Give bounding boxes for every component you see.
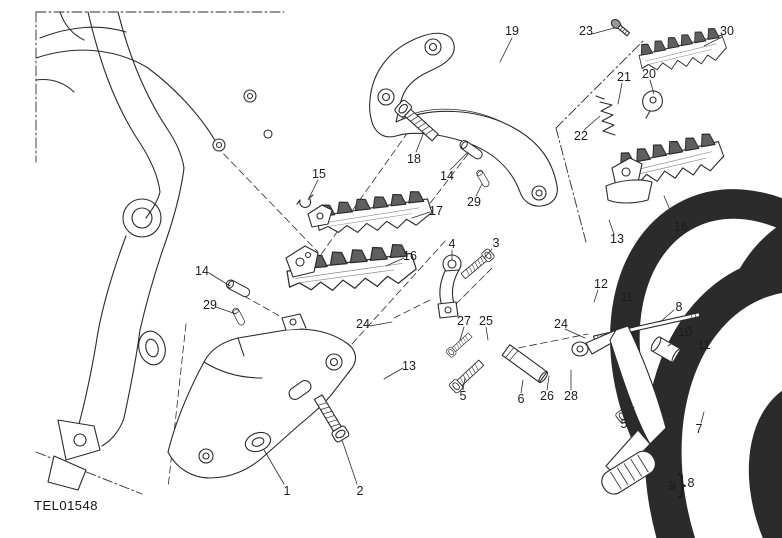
lever-pad-part9	[601, 450, 656, 495]
rod-part6	[501, 344, 549, 384]
pin-part14-left	[224, 277, 252, 299]
linkage-part4	[437, 254, 462, 319]
part-label-29-17: 29	[203, 298, 217, 312]
part-label-22-5: 22	[574, 129, 588, 143]
screw-part23	[610, 19, 631, 37]
part-label-2-35: 2	[356, 484, 364, 498]
part-label-26-30: 26	[540, 389, 554, 403]
part-label-5-28: 5	[459, 389, 467, 403]
part-label-15-9: 15	[312, 167, 326, 181]
part-label-14-16: 14	[195, 264, 209, 278]
part-label-27-24: 27	[457, 314, 471, 328]
pin-part29-top	[475, 168, 491, 189]
part-label-9-36: 9	[668, 479, 676, 493]
part-label-13-13: 13	[610, 232, 624, 246]
phantom-boundary-lines	[35, 11, 645, 495]
part-label-24-26: 24	[554, 317, 568, 331]
part-label-11-19: 11	[620, 290, 634, 304]
part-label-10-21: 10	[678, 325, 692, 339]
part-label-5-32: 5	[620, 417, 628, 431]
bolt-part2	[311, 392, 351, 444]
part-label-29-8: 29	[467, 195, 481, 209]
part-label-}-38: }	[677, 468, 687, 499]
footrest-bracket-part1	[167, 313, 357, 479]
spacer-part10	[650, 336, 683, 364]
part-label-14-7: 14	[440, 169, 454, 183]
part-label-23-1: 23	[579, 24, 593, 38]
leader-lines	[208, 27, 723, 485]
part-label-16-12: 16	[674, 220, 688, 234]
part-label-6-29: 6	[517, 392, 525, 406]
part-label-28-31: 28	[564, 389, 578, 403]
part-label-20-4: 20	[642, 67, 656, 81]
part-label-16-11: 16	[403, 249, 417, 263]
bolt-part3	[459, 247, 496, 281]
part-label-4-14: 4	[448, 237, 456, 251]
part-label-1-34: 1	[283, 484, 291, 498]
latch-part20	[642, 90, 663, 119]
part-label-13-27: 13	[402, 359, 416, 373]
bolt-part27	[445, 331, 474, 359]
part-label-25-25: 25	[479, 314, 493, 328]
bolt-part5-left	[448, 357, 486, 395]
part-label-19-0: 19	[505, 24, 519, 38]
footpeg-part17	[314, 189, 434, 238]
part-label-18-6: 18	[407, 152, 421, 166]
part-label-21-3: 21	[617, 70, 631, 84]
part-label-7-33: 7	[695, 422, 703, 436]
part-label-24-23: 24	[356, 317, 370, 331]
diagram-code: TEL01548	[34, 498, 98, 513]
frame-cutaway	[35, 11, 273, 491]
part-label-30-2: 30	[720, 24, 734, 38]
peg-clevis-fittings	[285, 157, 653, 278]
spring-part22	[595, 95, 616, 136]
part-label-8-37: 8	[687, 476, 695, 490]
part-label-3-15: 3	[492, 236, 500, 250]
hanger-plate-part19	[369, 32, 558, 207]
part-label-11-22: 11	[697, 338, 711, 352]
pin-part29-left	[231, 306, 247, 327]
part-label-8-20: 8	[675, 300, 683, 314]
part-label-12-18: 12	[594, 277, 608, 291]
part-label-17-10: 17	[429, 204, 443, 218]
clip-part15	[296, 194, 314, 208]
